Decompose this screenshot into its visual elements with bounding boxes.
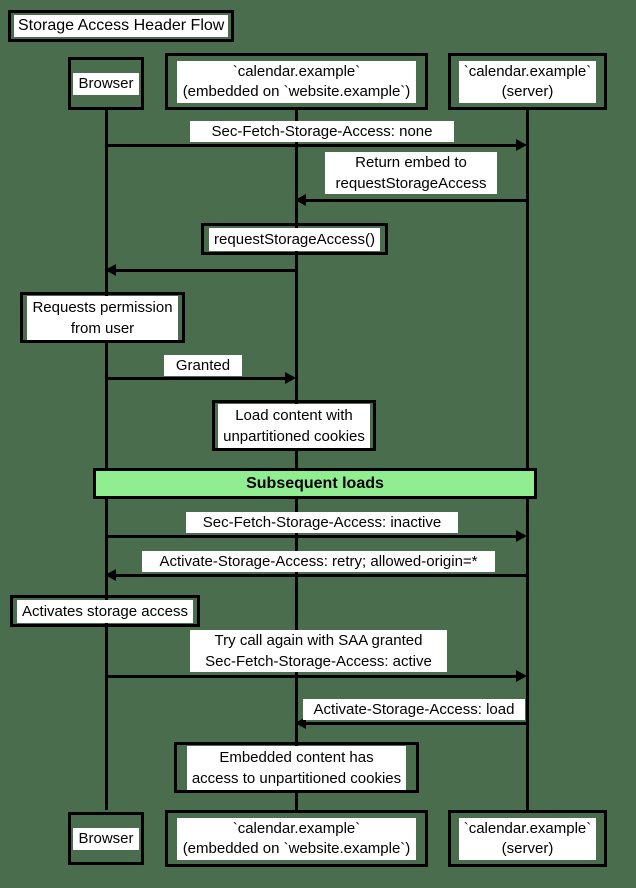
participant-header-browser[interactable]: Browser <box>68 57 144 110</box>
note-requests-permission: Requests permission from user <box>20 292 185 343</box>
message-label-1: Sec-Fetch-Storage-Access: none <box>190 121 454 142</box>
message-label-5: Sec-Fetch-Storage-Access: inactive <box>186 512 458 533</box>
message-line-8 <box>306 722 527 725</box>
note-request-storage-access-label: requestStorageAccess() <box>209 227 380 251</box>
participant-footer-embedded[interactable]: `calendar.example` (embedded on `website… <box>165 810 428 867</box>
message-arrowhead-8 <box>295 717 306 729</box>
message-label-6: Activate-Storage-Access: retry; allowed-… <box>142 551 495 572</box>
message-line-6 <box>116 574 527 577</box>
lifeline-browser <box>105 110 108 810</box>
note-embedded-content-access: Embedded content has access to unpartiti… <box>174 742 419 793</box>
participant-header-browser-label: Browser <box>73 72 139 95</box>
message-arrowhead-3 <box>105 264 116 276</box>
message-line-5 <box>105 535 518 538</box>
message-arrowhead-7 <box>516 670 527 682</box>
message-line-3 <box>105 269 297 272</box>
message-arrowhead-2 <box>295 194 306 206</box>
diagram-title-box: Storage Access Header Flow <box>8 10 235 42</box>
message-line-7 <box>105 675 518 678</box>
message-arrowhead-5 <box>516 530 527 542</box>
participant-footer-browser-label: Browser <box>73 827 139 850</box>
diagram-title: Storage Access Header Flow <box>14 15 229 37</box>
divider-subsequent-loads-label: Subsequent loads <box>246 474 384 492</box>
note-load-content: Load content with unpartitioned cookies <box>212 400 376 451</box>
message-line-2 <box>306 199 527 202</box>
message-line-1 <box>105 144 518 147</box>
participant-header-embedded[interactable]: `calendar.example` (embedded on `website… <box>165 53 428 110</box>
participant-header-embedded-label: `calendar.example` (embedded on `website… <box>176 60 417 103</box>
message-arrowhead-1 <box>516 139 527 151</box>
divider-subsequent-loads: Subsequent loads <box>93 468 537 499</box>
message-label-7: Try call again with SAA granted Sec-Fetc… <box>190 630 447 672</box>
message-line-4 <box>105 377 287 380</box>
message-label-2: Return embed to requestStorageAccess <box>325 152 497 194</box>
participant-footer-embedded-label: `calendar.example` (embedded on `website… <box>176 817 417 860</box>
message-arrowhead-4 <box>285 372 296 384</box>
note-requests-permission-label: Requests permission from user <box>27 295 178 340</box>
participant-header-server-label: `calendar.example` (server) <box>458 60 597 103</box>
message-arrowhead-6 <box>105 569 116 581</box>
note-embedded-content-access-label: Embedded content has access to unpartiti… <box>186 745 407 790</box>
participant-footer-server[interactable]: `calendar.example` (server) <box>448 810 607 867</box>
lifeline-embedded <box>295 110 298 810</box>
note-activates-storage-access: Activates storage access <box>10 595 200 627</box>
lifeline-server <box>526 110 529 810</box>
message-label-8: Activate-Storage-Access: load <box>303 699 525 720</box>
participant-footer-server-label: `calendar.example` (server) <box>458 817 597 860</box>
note-request-storage-access: requestStorageAccess() <box>201 223 388 255</box>
note-load-content-label: Load content with unpartitioned cookies <box>218 403 370 448</box>
participant-footer-browser[interactable]: Browser <box>68 812 144 865</box>
note-activates-storage-access-label: Activates storage access <box>17 599 193 623</box>
message-label-4: Granted <box>164 355 242 376</box>
participant-header-server[interactable]: `calendar.example` (server) <box>448 53 607 110</box>
